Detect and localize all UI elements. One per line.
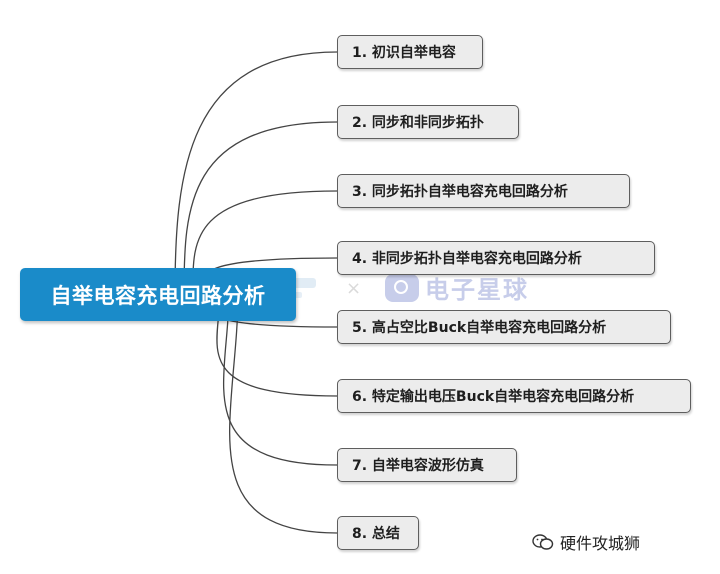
watermark-separator: × [346, 278, 362, 299]
branch-node-4[interactable]: 4. 非同步拓扑自举电容充电回路分析 [337, 241, 655, 275]
branch-node-8[interactable]: 8. 总结 [337, 516, 419, 550]
branch-node-2[interactable]: 2. 同步和非同步拓扑 [337, 105, 519, 139]
branch-node-6[interactable]: 6. 特定输出电压Buck自举电容充电回路分析 [337, 379, 691, 413]
credit-text: 硬件攻城狮 [560, 534, 641, 553]
wechat-icon [532, 533, 554, 551]
connector-1 [174, 51, 338, 295]
connector-8 [228, 293, 338, 534]
branch-node-1[interactable]: 1. 初识自举电容 [337, 35, 483, 69]
connector-7 [222, 293, 338, 466]
root-topic[interactable]: 自举电容充电回路分析 [20, 268, 296, 321]
watermark-logo-icon [385, 274, 419, 302]
branch-node-5[interactable]: 5. 高占空比Buck自举电容充电回路分析 [337, 310, 671, 344]
connector-2 [183, 121, 338, 295]
branch-node-3[interactable]: 3. 同步拓扑自举电容充电回路分析 [337, 174, 630, 208]
author-credit: 硬件攻城狮 [532, 530, 640, 554]
branch-node-7[interactable]: 7. 自举电容波形仿真 [337, 448, 517, 482]
watermark-text: 电子星球 [425, 276, 529, 304]
